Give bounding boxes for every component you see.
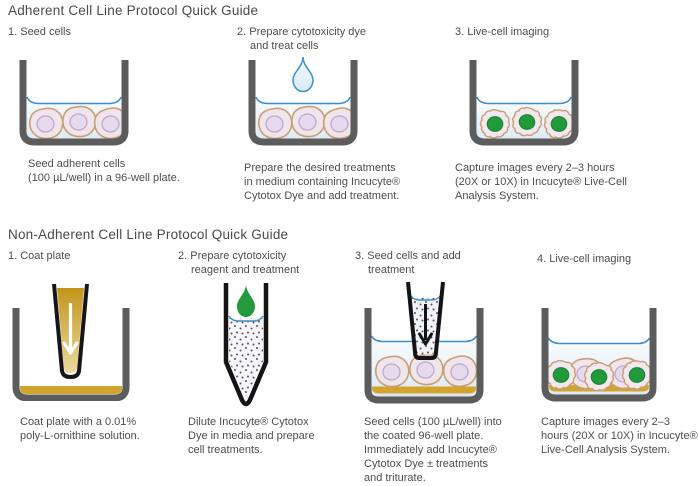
non-adherent-step2-label: 2. Prepare cytotoxicity reagent and trea… <box>178 250 300 276</box>
seeded-well-illustration <box>19 60 130 146</box>
adherent-cells <box>257 104 359 141</box>
adherent-step1-label: 1. Seed cells <box>8 26 71 38</box>
liquid-line <box>410 295 441 301</box>
conical-tube-outline <box>52 283 89 379</box>
adherent-step3-label: 3. Live-cell imaging <box>455 26 550 38</box>
liquid-line <box>228 315 264 322</box>
non-adherent-step1-label: 1. Coat plate <box>8 250 71 262</box>
liquid-line <box>26 96 122 105</box>
non-adherent-step1-caption: Coat plate with a 0.01% poly-L-ornithine… <box>20 416 140 442</box>
adherent-step1-caption: Seed adherent cells (100 µL/well) in a 9… <box>28 158 180 184</box>
non-adherent-step3-label: 3. Seed cells and add treatment <box>355 250 461 276</box>
liquid-line <box>476 96 572 105</box>
green-dye-droplet-icon <box>237 284 255 317</box>
stained-cell-cluster <box>545 356 654 394</box>
well-walls <box>364 308 484 404</box>
non-adherent-step4-label: 4. Live-cell imaging <box>537 253 632 265</box>
liquid-line <box>255 96 351 105</box>
reagent-tube-illustration <box>223 283 269 407</box>
green-stained-cells <box>479 104 576 141</box>
gold-coating <box>372 386 476 394</box>
liquid-line <box>547 337 651 345</box>
adherent-step3-caption: Capture images every 2–3 hours (20X or 1… <box>455 162 627 202</box>
adherent-step2-label: 2. Prepare cytotoxicity dye and treat ce… <box>237 26 367 52</box>
non-adherent-step4-caption: Capture images every 2–3 hours (20X or 1… <box>541 416 698 456</box>
adherent-step2-caption: Prepare the desired treatments in medium… <box>244 162 401 202</box>
arrow-down-icon <box>418 304 433 346</box>
adherent-cells <box>28 104 130 141</box>
arrow-down-icon <box>62 303 79 355</box>
well-walls <box>12 308 130 401</box>
seed-and-treat-well-illustration <box>364 281 484 404</box>
dye-treatment-well-illustration <box>248 56 359 146</box>
conical-tube-outline <box>223 283 269 407</box>
adherent-guide-title: Adherent Cell Line Protocol Quick Guide <box>8 3 259 18</box>
non-adherent-step2-caption: Dilute Incucyte® Cytotox Dye in media an… <box>188 416 315 456</box>
well-walls <box>19 60 129 146</box>
non-adherent-imaging-well-illustration <box>541 308 657 402</box>
dye-speckles <box>229 318 263 399</box>
non-adherent-step3-caption: Seed cells (100 µL/well) into the coated… <box>364 416 502 484</box>
conical-tube-outline <box>406 281 445 360</box>
well-walls <box>469 60 579 146</box>
imaging-well-illustration <box>469 60 579 146</box>
well-walls <box>248 60 358 146</box>
gold-coating <box>20 386 122 394</box>
dye-droplet-icon <box>292 56 314 93</box>
coat-plate-illustration <box>12 283 130 401</box>
well-walls <box>541 308 657 402</box>
non-adherent-guide-title: Non-Adherent Cell Line Protocol Quick Gu… <box>8 227 289 242</box>
